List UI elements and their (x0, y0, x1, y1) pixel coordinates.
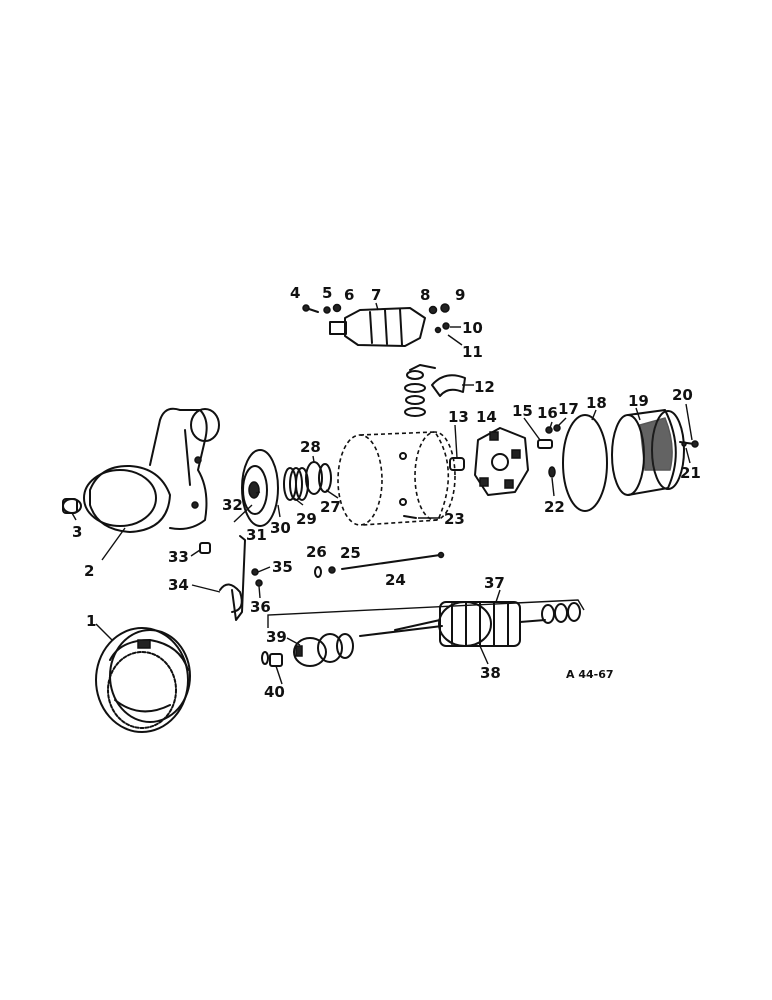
callout-1: 1 (86, 612, 96, 630)
callout-28: 28 (300, 438, 321, 456)
callout-12: 12 (474, 378, 495, 396)
part-1-end-housing (95, 627, 191, 733)
callout-5: 5 (322, 284, 332, 302)
part-11-pin (434, 326, 442, 334)
callout-38: 38 (480, 664, 501, 682)
callout-16: 16 (537, 404, 558, 422)
part-5-washer (323, 306, 331, 314)
callout-36: 36 (250, 598, 271, 616)
part-40-sleeve (261, 651, 283, 667)
callout-29: 29 (296, 510, 317, 528)
field-frame-dashed (337, 431, 456, 526)
callout-2: 2 (84, 562, 94, 580)
part-37-bracket (267, 599, 585, 628)
callout-13: 13 (448, 408, 469, 426)
part-36-clip (255, 579, 263, 587)
part-31-seal (242, 465, 268, 515)
callout-25: 25 (340, 544, 361, 562)
callout-23: 23 (444, 510, 465, 528)
part-9-nut (440, 303, 450, 313)
part-37-washers (541, 602, 581, 624)
callout-30: 30 (270, 519, 291, 537)
callout-24: 24 (385, 571, 406, 589)
part-12-strap (431, 374, 466, 397)
part-18-gasket (562, 414, 608, 512)
part-23-screw (403, 515, 417, 519)
part-33-bolt (199, 542, 211, 554)
callout-34: 34 (168, 576, 189, 594)
callout-18: 18 (586, 394, 607, 412)
part-32-bearing (248, 481, 260, 499)
callout-7: 7 (371, 286, 381, 304)
part-6-nut (332, 303, 342, 313)
part-34-shift-lever (219, 535, 246, 621)
callout-17: 17 (558, 400, 579, 418)
callout-10: 10 (462, 319, 483, 337)
part-16-spring (545, 426, 553, 434)
part-10-washer (442, 322, 450, 330)
part-13-bushing (449, 457, 465, 471)
part-21-washer (681, 441, 687, 447)
callout-15: 15 (512, 402, 533, 420)
callout-8: 8 (420, 286, 430, 304)
callout-27: 27 (320, 498, 341, 516)
part-39-drive-pinion (293, 633, 354, 667)
callout-37: 37 (484, 574, 505, 592)
part-8-washer (428, 305, 438, 315)
part-4-screw (302, 304, 319, 313)
part-14-brush-holder (474, 427, 529, 496)
callout-14: 14 (476, 408, 497, 426)
part-24-through-bolt (341, 551, 445, 570)
part-30-plate (241, 449, 279, 527)
callout-20: 20 (672, 386, 693, 404)
part-19-end-cover (611, 409, 685, 496)
callout-32: 32 (222, 496, 243, 514)
callout-6: 6 (344, 286, 354, 304)
callout-40: 40 (264, 683, 285, 701)
leader-lines (71, 302, 693, 685)
part-29-spring (283, 467, 309, 501)
callout-22: 22 (544, 498, 565, 516)
terminal-stack (404, 364, 436, 417)
callout-26: 26 (306, 543, 327, 561)
figure-code: A 44-67 (566, 668, 614, 681)
part-7-solenoid (329, 307, 426, 347)
part-22-plug (548, 466, 556, 478)
callout-3: 3 (72, 523, 82, 541)
part-26-washer (314, 566, 322, 578)
callout-39: 39 (266, 628, 287, 646)
callout-35: 35 (272, 558, 293, 576)
callout-9: 9 (455, 286, 465, 304)
part-3-bushing (62, 498, 82, 514)
part-2-housing (83, 407, 220, 533)
callout-33: 33 (168, 548, 189, 566)
callout-31: 31 (246, 526, 267, 544)
part-15-brush (537, 439, 553, 449)
callout-21: 21 (680, 464, 701, 482)
callout-labels: 1 2 3 4 5 6 7 8 9 10 11 12 13 14 15 16 1… (72, 284, 701, 701)
part-27-washer (318, 463, 332, 493)
callout-19: 19 (628, 392, 649, 410)
part-35-pin (251, 568, 259, 576)
part-17-screw (553, 424, 561, 432)
callout-4: 4 (290, 284, 300, 302)
part-25-lockwasher (328, 566, 336, 574)
callout-11: 11 (462, 343, 483, 361)
